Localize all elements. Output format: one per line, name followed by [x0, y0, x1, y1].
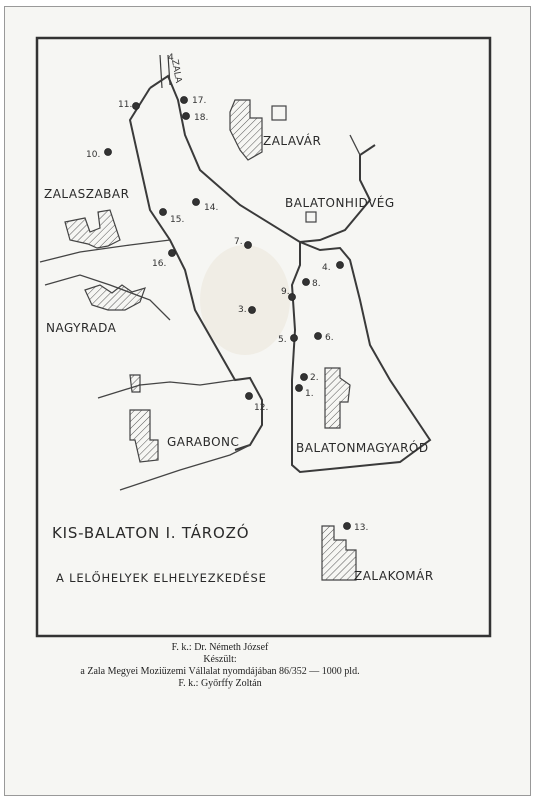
- site-marker-5: [290, 334, 298, 342]
- village-zalaszabar: [64, 209, 121, 249]
- road-nagyrada: [44, 274, 171, 321]
- road-sw: [97, 379, 236, 399]
- site-marker-13: [343, 522, 351, 530]
- village-balatonhidveg: [305, 211, 317, 223]
- label-balatonhidveg: BALATONHIDVÉG: [285, 195, 395, 210]
- label-balatonmagyarod: BALATONMAGYARÓD: [296, 440, 429, 455]
- site-label-6: 6.: [325, 333, 334, 343]
- village-zalavar: [229, 99, 263, 161]
- colophon-manager: F. k.: Győrffy Zoltán: [178, 678, 262, 689]
- road-garabonc: [119, 444, 251, 491]
- site-marker-9: [288, 293, 296, 301]
- village-garabonc: [129, 374, 159, 463]
- site-label-8: 8.: [312, 279, 321, 289]
- site-marker-7: [244, 241, 252, 249]
- site-label-15: 15.: [170, 215, 184, 225]
- site-label-12: 12.: [254, 403, 268, 413]
- label-garabonc: GARABONC: [167, 435, 239, 449]
- village-balatonmagyarod: [324, 367, 351, 429]
- reservoir-west-edge: [128, 87, 263, 451]
- colophon-made: Készült:: [203, 654, 237, 665]
- site-marker-12: [245, 392, 253, 400]
- village-zalakomar: [321, 525, 357, 581]
- site-marker-15: [159, 208, 167, 216]
- site-marker-10: [104, 148, 112, 156]
- site-label-1: 1.: [305, 389, 314, 399]
- site-label-3: 3.: [238, 305, 247, 315]
- map-frame: [35, 36, 492, 638]
- site-label-16: 16.: [152, 259, 166, 269]
- scanned-page: [4, 6, 531, 796]
- map-title: KIS-BALATON I. TÁROZÓ: [52, 523, 249, 542]
- village-nagyrada: [84, 284, 146, 311]
- colophon-editor: F. k.: Dr. Németh József: [171, 642, 269, 653]
- village-zalavar-2: [271, 105, 287, 121]
- river-zala-2: [167, 54, 171, 86]
- label-zalavar: ZALAVÁR: [263, 133, 321, 148]
- site-marker-17: [180, 96, 188, 104]
- site-marker-11: [132, 102, 140, 110]
- site-label-4: 4.: [322, 263, 331, 273]
- site-label-7: 7.: [234, 237, 243, 247]
- site-marker-6: [314, 332, 322, 340]
- river-zala: [159, 54, 163, 89]
- site-marker-2: [300, 373, 308, 381]
- river-number: 4: [168, 53, 174, 63]
- site-marker-4: [336, 261, 344, 269]
- site-marker-3: [248, 306, 256, 314]
- site-label-10: 10.: [86, 150, 100, 160]
- site-label-18: 18.: [194, 113, 208, 123]
- site-marker-18: [182, 112, 190, 120]
- site-label-17: 17.: [192, 96, 206, 106]
- label-nagyrada: NAGYRADA: [46, 321, 117, 335]
- site-marker-16: [168, 249, 176, 257]
- paper-stain: [200, 245, 290, 355]
- label-zalakomar: ZALAKOMÁR: [354, 568, 434, 583]
- road-zalavar: [349, 134, 361, 156]
- site-label-11: 11.: [118, 100, 132, 110]
- label-zalaszabar: ZALASZABAR: [44, 187, 129, 201]
- colophon-printer: a Zala Megyei Moziüzemi Vállalat nyomdáj…: [80, 666, 360, 677]
- map-subtitle: A LELŐHELYEK ELHELYEZKEDÉSE: [56, 570, 267, 585]
- site-label-13: 13.: [354, 523, 368, 533]
- colophon: F. k.: Dr. Németh József Készült: a Zala…: [0, 642, 440, 690]
- road-west: [39, 239, 171, 263]
- river-label: ZALA: [169, 59, 183, 85]
- site-label-2: 2.: [310, 373, 319, 383]
- site-label-5: 5.: [278, 335, 287, 345]
- site-label-14: 14.: [204, 203, 218, 213]
- site-marker-1: [295, 384, 303, 392]
- site-marker-8: [302, 278, 310, 286]
- site-marker-14: [192, 198, 200, 206]
- site-markers: [104, 96, 351, 530]
- site-label-9: 9.: [281, 287, 290, 297]
